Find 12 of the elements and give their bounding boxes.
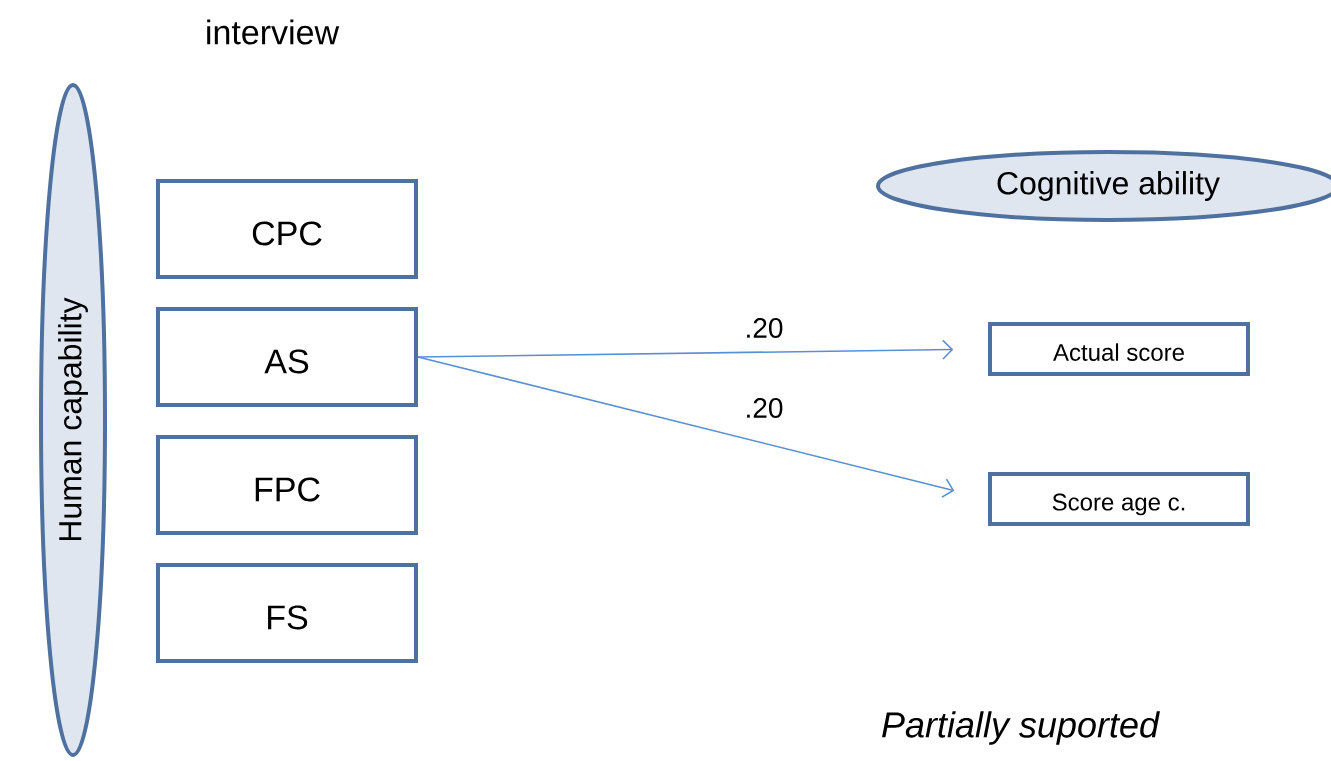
arrow [417,339,954,360]
process-box: FS [156,563,418,663]
arrow [417,356,955,498]
heading: interview [207,19,340,45]
process-box: FPC [156,435,418,535]
note: Partially suported [882,711,1160,745]
process-box: Actual score [988,322,1250,376]
edge-label: .20 [743,316,785,340]
process-box: CPC [156,179,418,279]
process-box: Score age c. [988,472,1250,526]
edge-label: .20 [743,396,785,420]
process-box: AS [156,307,418,407]
